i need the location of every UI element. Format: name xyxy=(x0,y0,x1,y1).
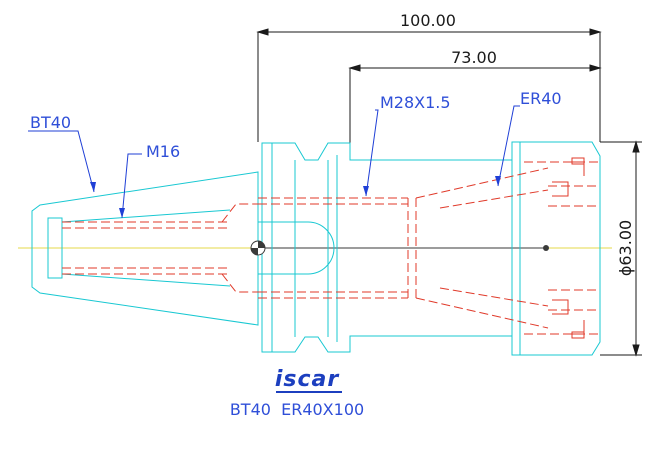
er40-arrow xyxy=(495,176,501,186)
dim-dia-arrow-bottom xyxy=(632,344,640,357)
dimension-lines xyxy=(256,28,642,357)
dim-100-arrow-left xyxy=(256,28,269,36)
bt40-arrow xyxy=(90,182,96,192)
front-center-mark xyxy=(543,245,549,251)
collet-taper-inner-bottom xyxy=(439,287,549,307)
dim-diameter-text: ϕ63.00 xyxy=(616,220,635,276)
dim-100-arrow-right xyxy=(589,28,602,36)
bt40-leader xyxy=(28,130,95,193)
dim-73-arrow-left xyxy=(348,64,361,72)
taper-inner-line-bottom xyxy=(61,273,231,287)
taper-inner-line-top xyxy=(61,209,231,223)
m28-label: M28X1.5 xyxy=(380,93,451,112)
dim-dia-arrow-top xyxy=(632,140,640,153)
m16-arrow xyxy=(119,208,125,218)
collet-lug-top xyxy=(571,157,585,165)
m28-leader xyxy=(365,109,379,197)
holder-body xyxy=(31,141,601,356)
er40-leader xyxy=(497,105,520,187)
iscar-logo-text: iscar xyxy=(275,367,340,392)
dim-100-text: 100.00 xyxy=(400,11,456,30)
collet-taper-top xyxy=(415,167,549,199)
collet-taper-inner-top xyxy=(439,189,549,209)
m16-leader xyxy=(121,153,142,219)
key-slot xyxy=(258,221,335,275)
collet-taper-bottom xyxy=(415,297,549,329)
iscar-logo: iscar xyxy=(275,367,342,393)
collet-slot-bottom-a xyxy=(552,299,569,315)
m28-arrow xyxy=(363,186,369,196)
taper-shank xyxy=(31,171,259,326)
leader-lines xyxy=(28,105,520,219)
dim-73-arrow-right xyxy=(589,64,602,72)
bore-transition-bottom xyxy=(221,273,258,293)
bore-transition-top xyxy=(221,203,258,223)
pull-stud-seat xyxy=(47,217,63,279)
collet-slot-top-a xyxy=(552,181,569,197)
collet-lug-bottom xyxy=(571,331,585,339)
designation-label: BT40 ER40X100 xyxy=(230,400,364,419)
dim-73-text: 73.00 xyxy=(451,48,497,67)
collet-slots xyxy=(552,157,585,339)
rear-center-mark-fill xyxy=(251,241,265,255)
leader-arrows xyxy=(90,176,501,218)
er40-label: ER40 xyxy=(520,89,562,108)
collet-nut xyxy=(511,141,601,356)
bt40-label: BT40 xyxy=(30,113,71,132)
m16-label: M16 xyxy=(146,142,180,161)
hidden-features xyxy=(62,161,600,335)
